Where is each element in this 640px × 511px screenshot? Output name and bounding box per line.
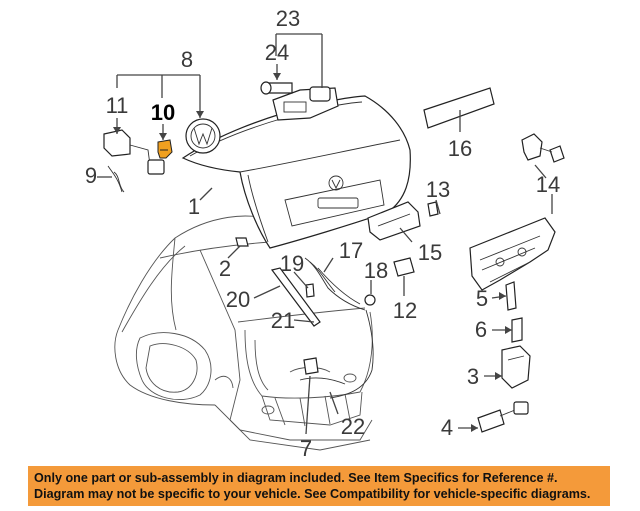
callout-8: 8 [181, 47, 193, 72]
disclaimer-line-2: Diagram may not be specific to your vehi… [34, 487, 591, 501]
callout-13: 13 [426, 177, 450, 202]
callout-2: 2 [219, 256, 231, 281]
license-molding [423, 87, 495, 129]
highlighted-part-10 [157, 139, 173, 159]
callout-9: 9 [85, 163, 97, 188]
callout-1: 1 [188, 194, 200, 219]
car-body-outline [114, 215, 373, 451]
callout-18: 18 [364, 258, 388, 283]
callout-6: 6 [475, 317, 487, 342]
callout-7: 7 [300, 436, 312, 461]
trunk-light-assembly [260, 81, 339, 121]
callout-5: 5 [476, 286, 488, 311]
callout-3: 3 [467, 364, 479, 389]
arrow-tips [113, 73, 512, 432]
callout-22: 22 [341, 414, 365, 439]
callout-17: 17 [339, 238, 363, 263]
latch-assembly [469, 133, 565, 433]
callout-21: 21 [271, 308, 295, 333]
callout-numbers: 23 24 8 11 10 9 1 16 13 15 14 2 19 17 18… [85, 6, 560, 461]
strut-cable-group [270, 257, 376, 399]
callout-24: 24 [265, 40, 289, 65]
disclaimer-banner: Only one part or sub-assembly in diagram… [28, 466, 610, 506]
parts-diagram: 23 24 8 11 10 9 1 16 13 15 14 2 19 17 18… [85, 6, 565, 461]
callout-19: 19 [280, 251, 304, 276]
disclaimer-line-1: Only one part or sub-assembly in diagram… [34, 471, 558, 485]
callout-12: 12 [393, 298, 417, 323]
callout-14: 14 [536, 172, 560, 197]
small-parts [235, 201, 439, 385]
callout-23: 23 [276, 6, 300, 31]
callout-11: 11 [106, 93, 129, 118]
callout-10: 10 [151, 100, 175, 125]
callout-20: 20 [226, 287, 250, 312]
callout-4: 4 [441, 415, 453, 440]
callout-15: 15 [418, 240, 442, 265]
emblem-lock-group [103, 118, 221, 193]
callout-16: 16 [448, 136, 472, 161]
